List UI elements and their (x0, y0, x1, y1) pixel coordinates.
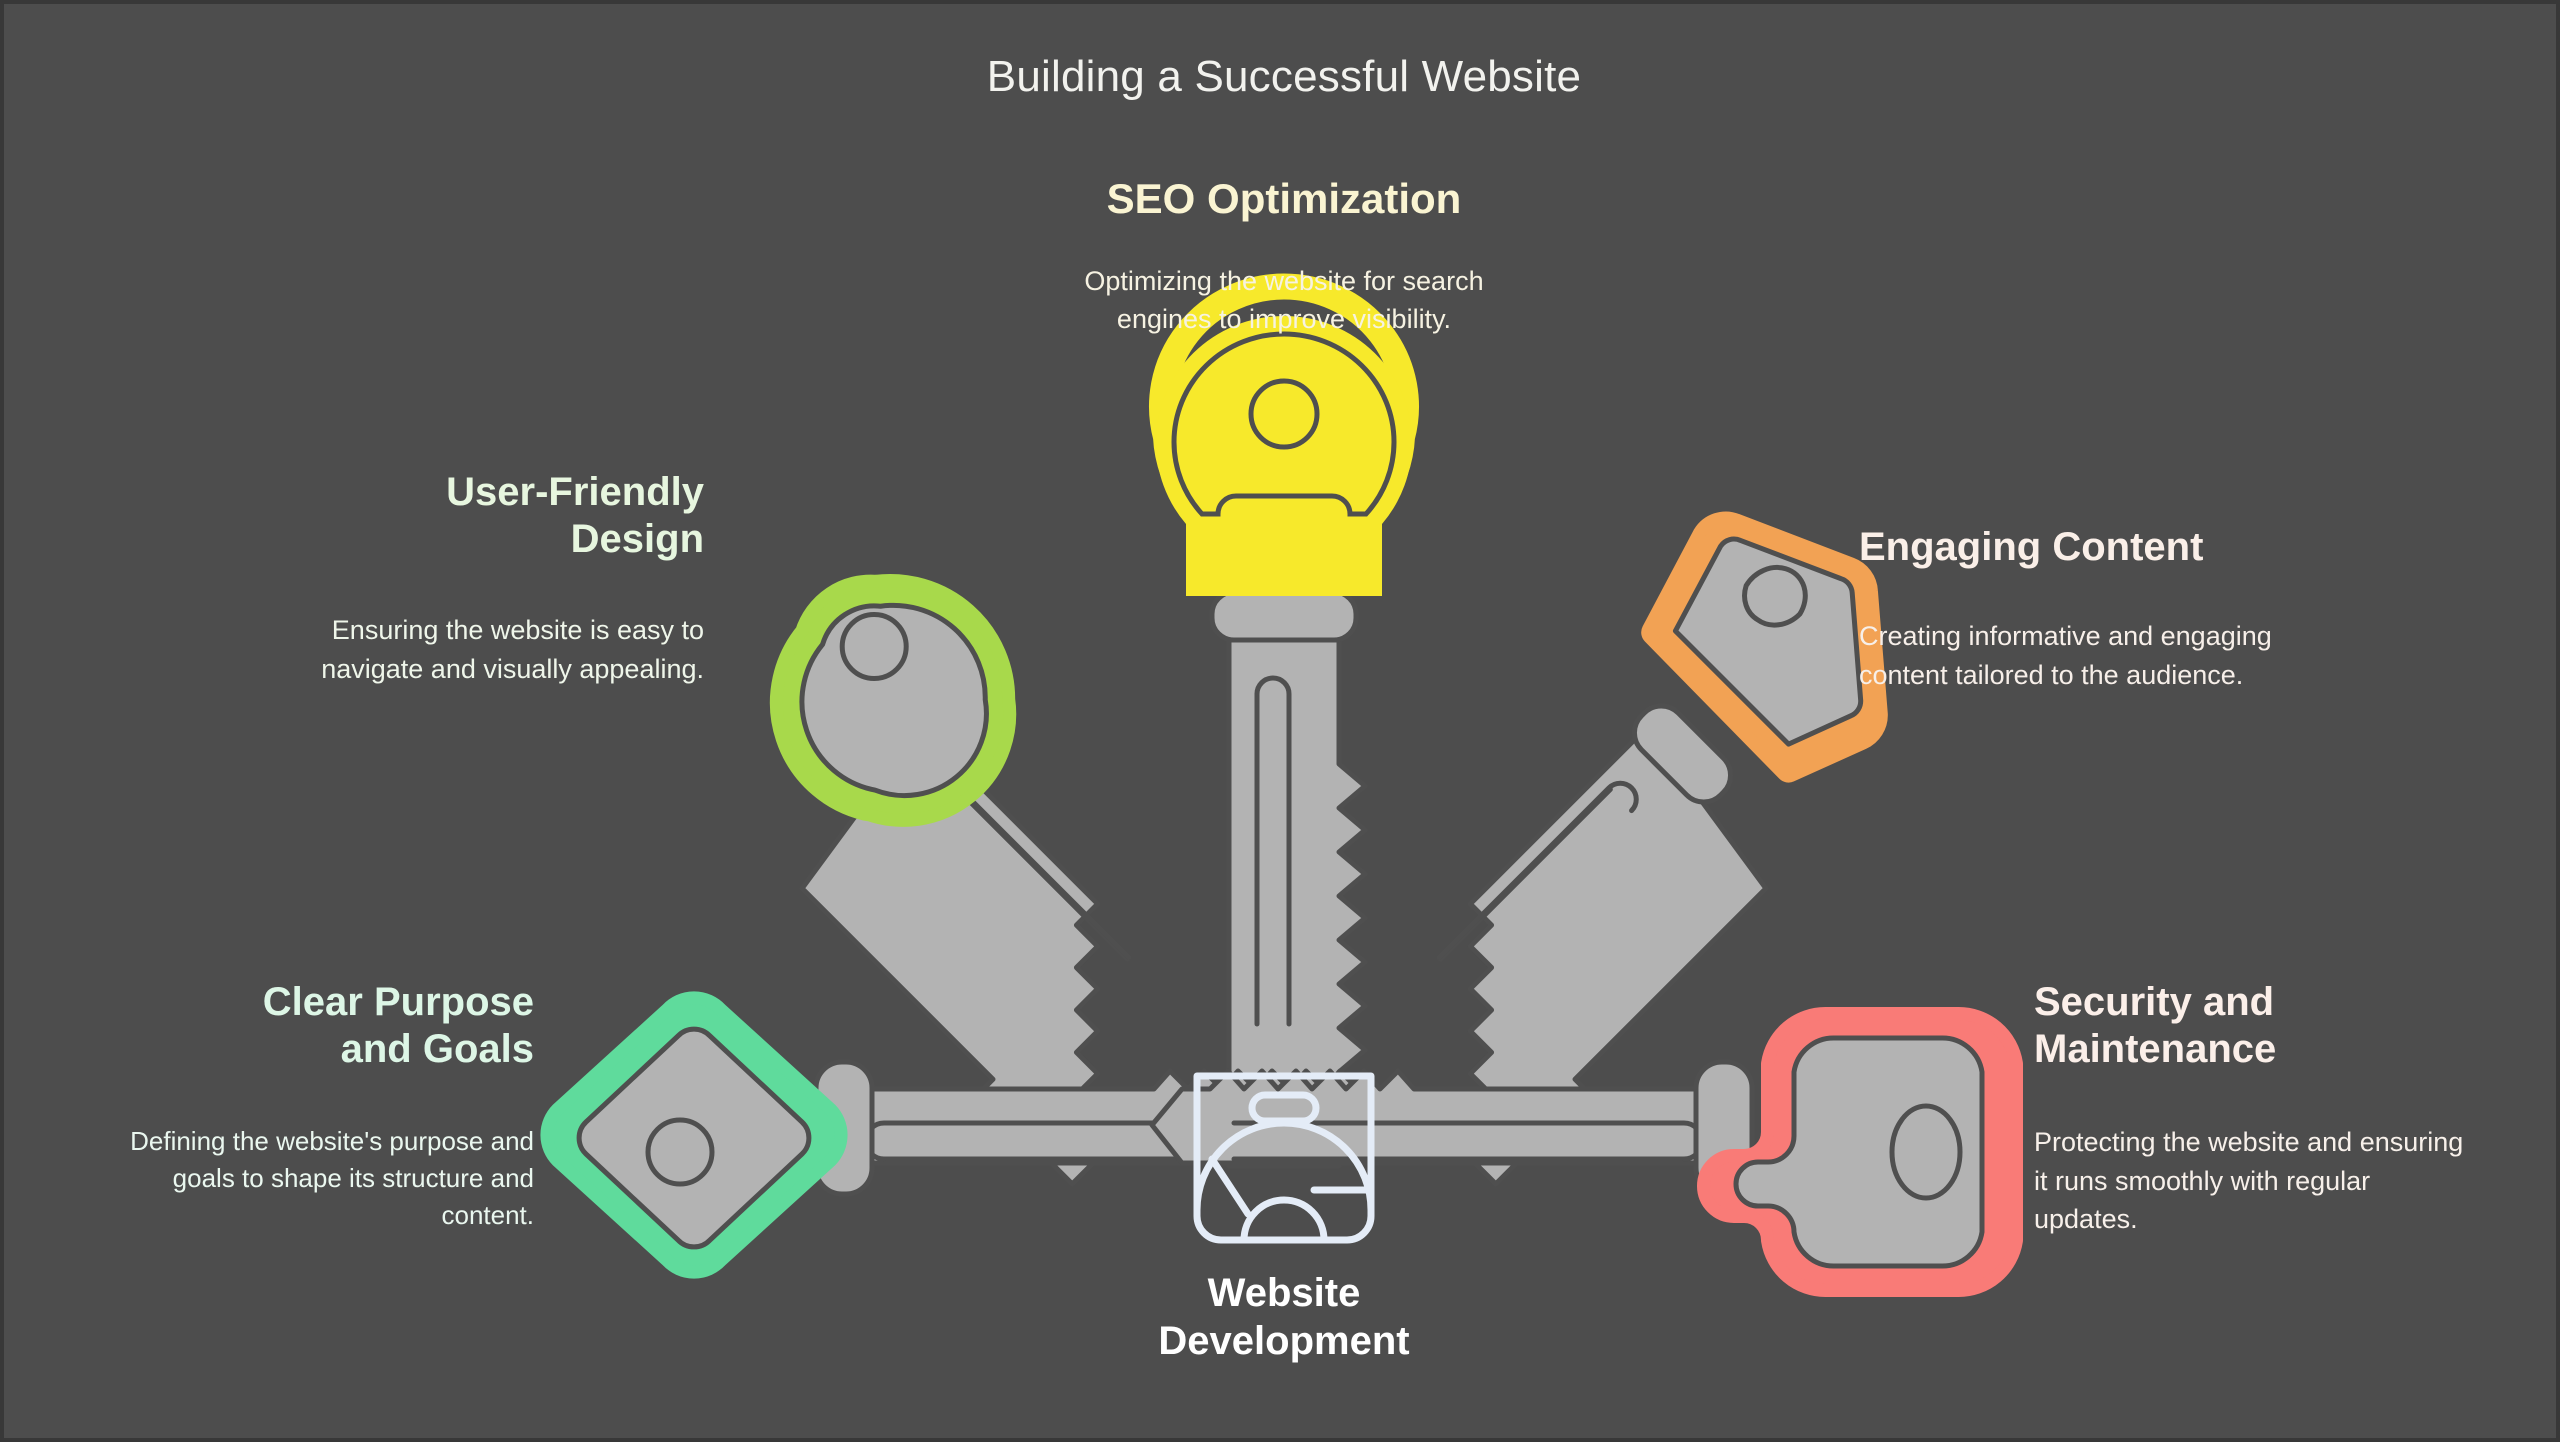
center-label-line-2: Development (1158, 1319, 1410, 1363)
node-user-friendly-design-description: Ensuring the website is easy to navigate… (321, 615, 704, 684)
heading-line-2: and Goals (340, 1027, 534, 1072)
node-seo: SEO Optimization Optimizing the website … (884, 174, 1684, 338)
heading-line-1: User-Friendly (446, 470, 704, 514)
heading-line-2: Design (570, 517, 704, 562)
node-seo-heading: SEO Optimization (1106, 175, 1462, 222)
node-security-and-maintenance-description: Protecting the website and ensuring it r… (2034, 1127, 2464, 1235)
node-user-friendly-design: User-Friendly Design Ensuring the websit… (254, 469, 704, 688)
browser-globe-icon (1193, 1072, 1375, 1244)
center-label-line-1: Website (1207, 1271, 1361, 1315)
key-seo (1149, 273, 1419, 1169)
center-node-label: Website Development (1034, 1269, 1534, 1365)
key-user-friendly-design (769, 574, 1132, 1187)
node-engaging-content: Engaging Content Creating informative an… (1859, 524, 2329, 694)
key-security-and-maintenance (1149, 1006, 2023, 1298)
node-security-and-maintenance-heading: Security and Maintenance (2034, 979, 2474, 1073)
heading-line-1: Security and (2034, 980, 2275, 1024)
node-clear-purpose-and-goals: Clear Purpose and Goals Defining the web… (114, 979, 534, 1234)
key-clear-purpose-and-goals (540, 991, 1419, 1279)
node-clear-purpose-and-goals-description: Defining the website's purpose and goals… (130, 1126, 534, 1231)
node-clear-purpose-and-goals-heading: Clear Purpose and Goals (114, 979, 534, 1073)
heading-line-1: Clear Purpose (262, 980, 534, 1024)
page-title: Building a Successful Website (986, 52, 1582, 101)
node-security-and-maintenance: Security and Maintenance Protecting the … (2034, 979, 2474, 1238)
node-user-friendly-design-heading: User-Friendly Design (254, 469, 704, 563)
node-engaging-content-heading: Engaging Content (1859, 525, 2204, 569)
heading-line-2: Maintenance (2034, 1027, 2277, 1072)
center-node-heading: Website Development (1034, 1269, 1534, 1365)
node-seo-description: Optimizing the website for search engine… (1084, 265, 1484, 334)
node-engaging-content-description: Creating informative and engaging conten… (1859, 621, 2272, 690)
